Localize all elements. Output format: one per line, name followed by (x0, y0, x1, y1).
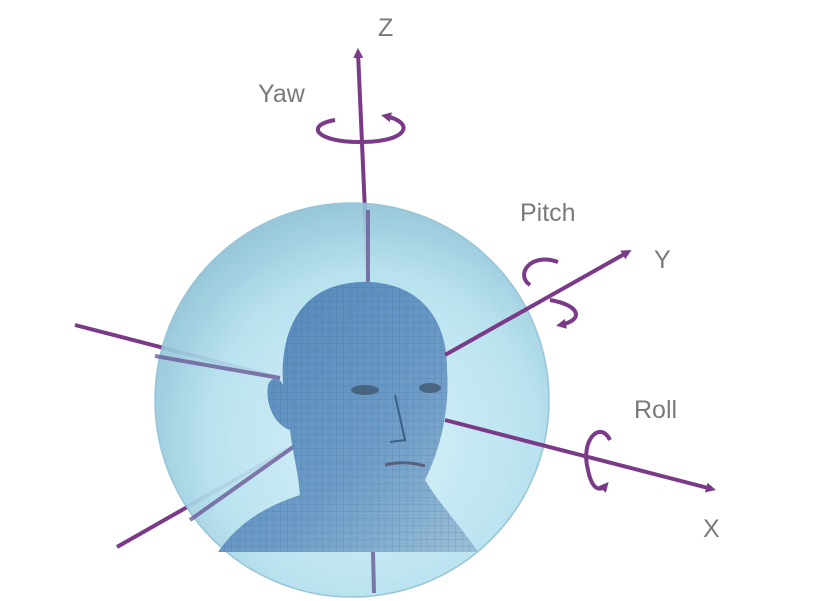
head-icon (218, 281, 478, 552)
x-axis-label: X (703, 515, 720, 543)
yaw-rotation-icon (315, 112, 406, 145)
pitch-rotation-icon (522, 257, 578, 325)
z-axis-label: Z (378, 14, 393, 42)
axis-lines-front (444, 250, 716, 493)
y-axis-line (444, 250, 632, 357)
neg-z-axis-line (371, 551, 376, 594)
x-axis-line (444, 418, 716, 493)
pitch-label: Pitch (520, 199, 576, 227)
roll-label: Roll (634, 396, 677, 424)
yaw-label: Yaw (258, 80, 306, 108)
y-axis-label: Y (654, 246, 671, 274)
roll-rotation-icon (584, 430, 612, 493)
